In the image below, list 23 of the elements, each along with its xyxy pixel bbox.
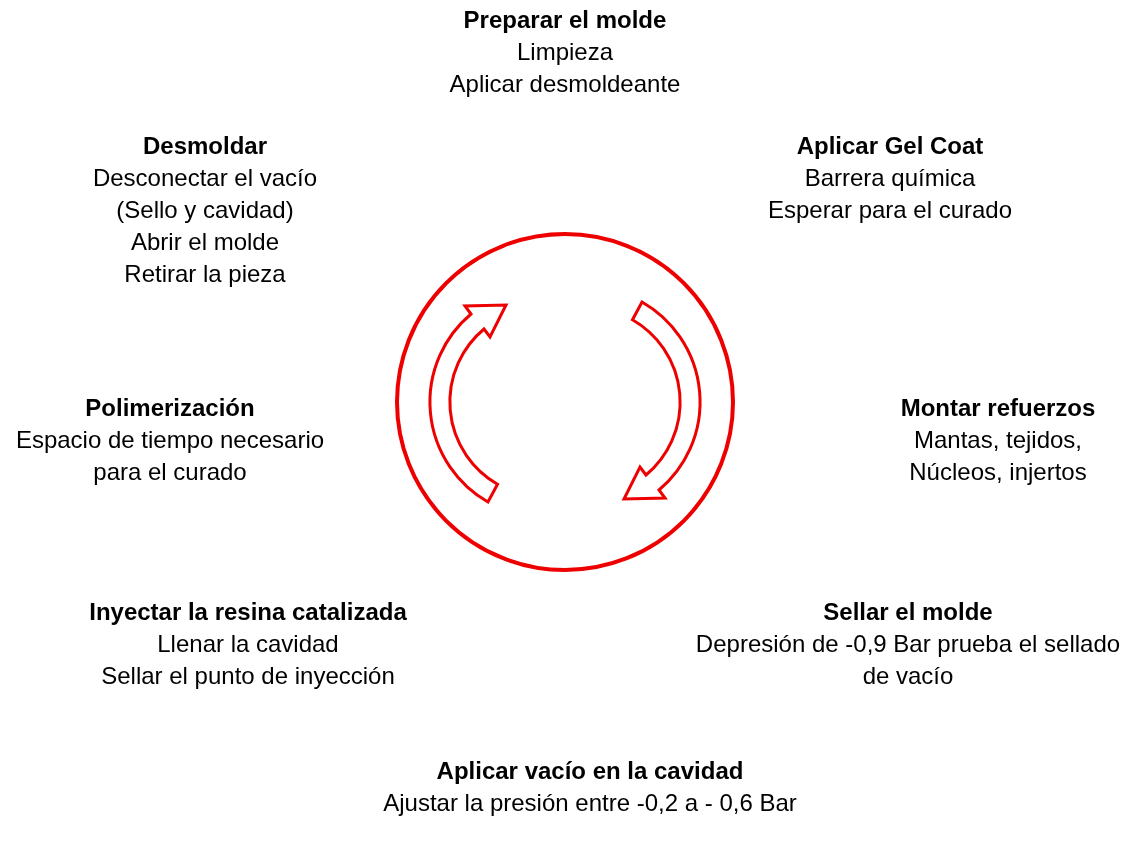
step-detail: Aplicar desmoldeante <box>448 69 682 99</box>
step-heading: Desmoldar <box>141 131 268 161</box>
step-heading: Preparar el molde <box>462 5 668 35</box>
step-detail: Núcleos, injertos <box>908 457 1088 487</box>
step-heading: Aplicar vacío en la cavidad <box>435 756 745 786</box>
step-heading: Inyectar la resina catalizada <box>88 597 408 627</box>
step-detail: Desconectar el vacío (Sello y cavidad) <box>91 163 319 225</box>
step-detail: Ajustar la presión entre -0,2 a - 0,6 Bar <box>382 788 798 818</box>
step-heading: Montar refuerzos <box>899 393 1097 423</box>
step-heading: Sellar el molde <box>822 597 994 627</box>
step-heading: Polimerización <box>84 393 256 423</box>
step-detail: Barrera química <box>803 163 977 193</box>
step-detail: Llenar la cavidad <box>156 629 340 659</box>
step-detail: Mantas, tejidos, <box>912 425 1084 455</box>
step-detail: Esperar para el curado <box>766 195 1014 225</box>
step-detail: Depresión de -0,9 Bar prueba el sellado de vacío <box>694 629 1122 691</box>
step-detail: Sellar el punto de inyección <box>100 661 396 691</box>
step-detail: Limpieza <box>515 37 614 67</box>
cycle-circle <box>395 232 735 572</box>
step-detail: Retirar la pieza <box>123 259 287 289</box>
step-detail: Espacio de tiempo necesario para el curado <box>14 425 326 487</box>
step-detail: Abrir el molde <box>129 227 281 257</box>
step-heading: Aplicar Gel Coat <box>795 131 985 161</box>
